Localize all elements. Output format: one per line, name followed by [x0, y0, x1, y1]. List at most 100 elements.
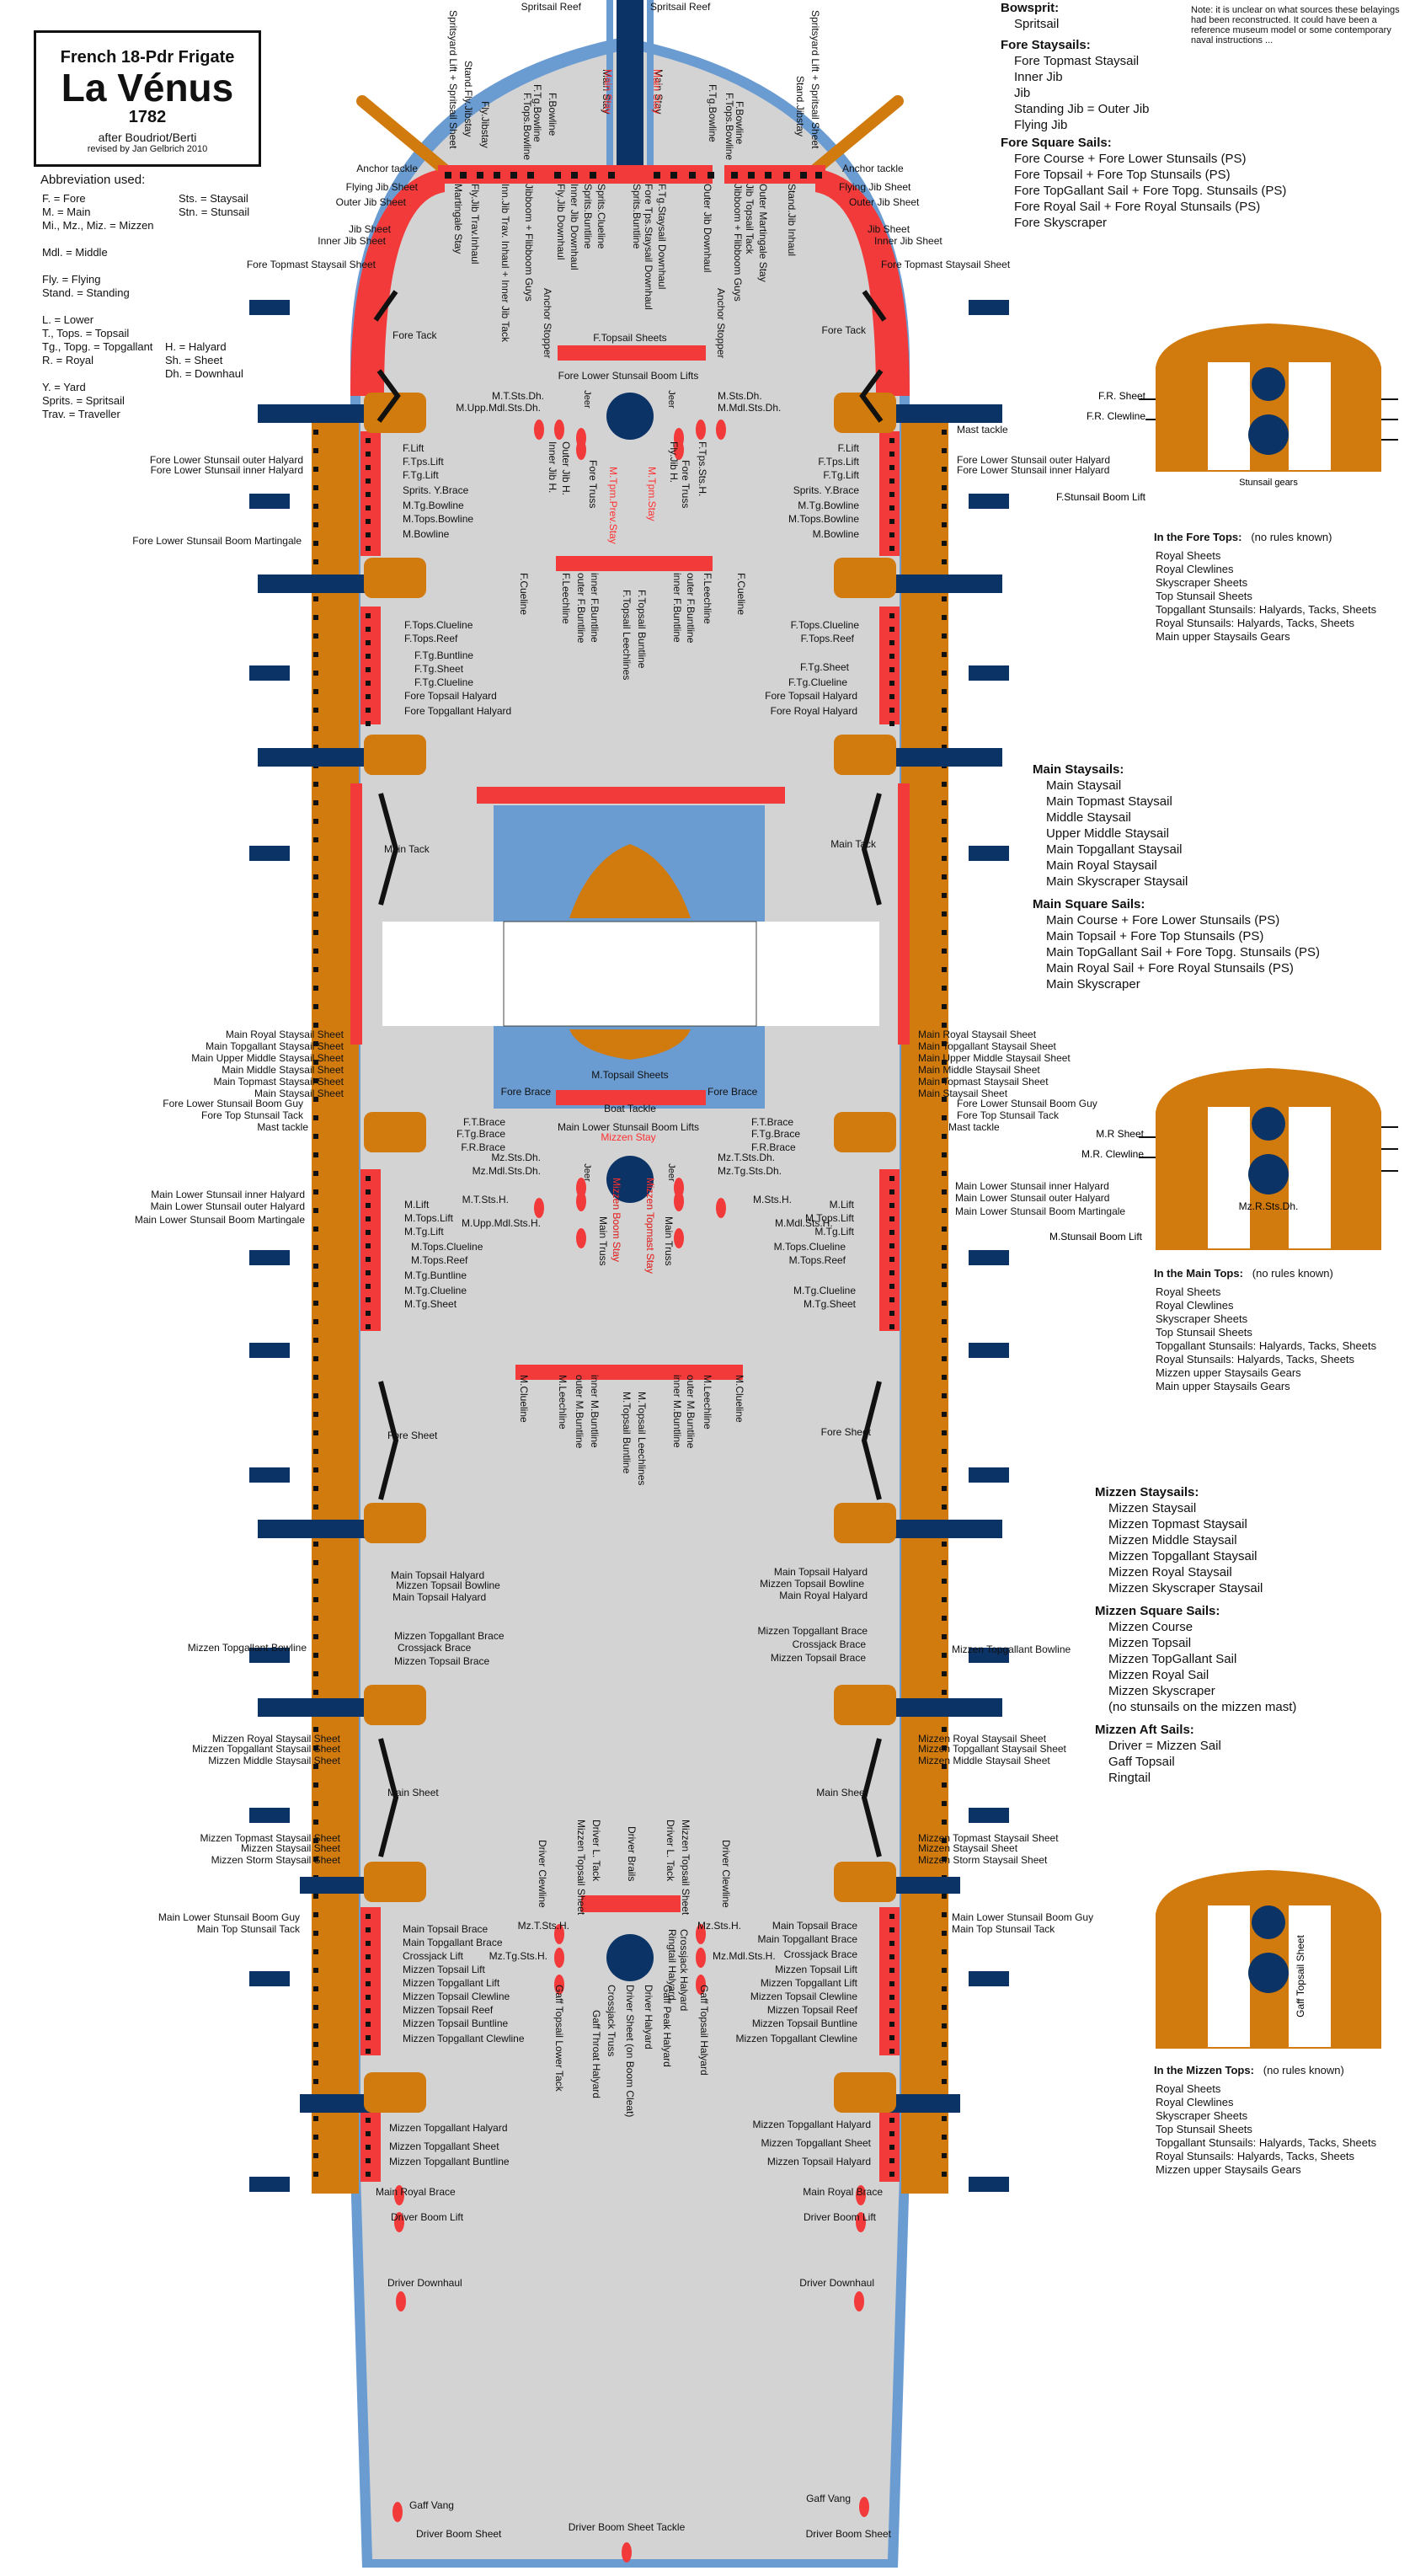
channel-deadeye: [942, 1560, 947, 1565]
rigging-label-vertical: F.Tops.Bowline: [521, 93, 533, 160]
channel-deadeye: [313, 1597, 318, 1602]
belaying-pin: [366, 2118, 371, 2123]
belaying-pin: [889, 1954, 894, 1959]
channel-deadeye: [942, 485, 947, 490]
channel-deadeye: [313, 1560, 318, 1565]
bow-pin: [783, 172, 790, 179]
belaying-pin-oval: [674, 440, 684, 460]
bow-pin-dots: [445, 172, 822, 179]
rigging-label-vertical: Fore Tps.Staysail Downhaul: [643, 184, 654, 310]
belaying-pin: [366, 640, 371, 645]
belaying-pin: [366, 505, 371, 510]
stunsail-boom-left: [249, 1343, 290, 1358]
deck-label: F.Tops.Reef: [404, 633, 458, 644]
abbreviation-item: Fly. = Flying: [42, 273, 101, 286]
side-pin-rails: [350, 431, 910, 2182]
channel-deadeye: [942, 726, 947, 731]
deck-label: Mizzen Topgallant Halyard: [389, 2122, 508, 2134]
stunsail-boom-right: [969, 1467, 1009, 1483]
rigging-label-vertical: Jibboom + Flibboom Guys: [523, 184, 535, 302]
rigging-label-vertical: Driver L. Tack: [590, 1820, 602, 1882]
legend-item: Mizzen Staysail: [1108, 1501, 1197, 1515]
rigging-label-vertical: Sprits.Buntline: [582, 184, 594, 249]
rigging-label-vertical: Inn.Jib Trav. Inhaul + Inner Jib Tack: [499, 184, 511, 343]
deck-label: Main Topgallant Brace: [757, 1933, 857, 1945]
legend-item: Main Course + Fore Lower Stunsails (PS): [1046, 913, 1280, 927]
belaying-pin-oval: [534, 1198, 544, 1218]
deck-label: Main Upper Middle Staysail Sheet: [918, 1052, 1071, 1064]
rigging-label-vertical: Gaff Throat Halyard: [590, 2010, 602, 2098]
deck-label: Main Staysail Sheet: [918, 1088, 1008, 1099]
deck-label: Mizzen Topsail Reef: [403, 2004, 494, 2016]
main-fife-rail: [515, 1365, 743, 1380]
channel-deadeye: [313, 1764, 318, 1769]
deck-label: M.Tops.Bowline: [403, 513, 473, 525]
deck-label: Main Staysail Sheet: [254, 1088, 344, 1099]
yard-right: [868, 404, 1002, 423]
rigging-label-vertical: Spritsyard Lift + Spritsail Sheet: [447, 10, 459, 149]
channel-deadeye: [313, 986, 318, 991]
channel-deadeye: [313, 1968, 318, 1973]
channel-deadeye: [942, 1838, 947, 1843]
legend-item: Main Staysail: [1046, 778, 1122, 793]
belaying-pin: [366, 1189, 371, 1194]
belaying-pin: [366, 519, 371, 524]
channel-deadeye: [313, 1356, 318, 1361]
deck-label: Driver Boom Lift: [391, 2211, 464, 2223]
deck-label: M.Sts.Dh.: [718, 390, 762, 402]
stay-label-vertical: Mizzen Topmast Stay: [644, 1178, 656, 1274]
channel-deadeye: [942, 782, 947, 787]
belaying-pin: [889, 1216, 894, 1221]
stunsail-boom-left: [249, 1808, 290, 1823]
deck-label: Main Topgallant Brace: [403, 1937, 503, 1948]
channel-deadeye: [313, 1301, 318, 1306]
channel-deadeye: [942, 430, 947, 435]
belaying-pin: [366, 1284, 371, 1289]
tops-item: Royal Stunsails: Halyards, Tacks, Sheets: [1156, 2150, 1355, 2162]
belaying-pin: [366, 492, 371, 497]
rigging-label-vertical: Driver L. Tack: [665, 1820, 676, 1882]
deck-label: Mizzen Staysail Sheet: [918, 1842, 1018, 1854]
rigging-label-vertical: Driver Halyard: [643, 1985, 654, 2050]
yard-left: [300, 1877, 367, 1894]
cleat-left: [364, 2072, 426, 2113]
belaying-pin: [889, 2172, 894, 2177]
belaying-pin-oval: [696, 420, 706, 440]
waist-bulwark-left: [350, 783, 362, 1045]
legend-item: Main Topgallant Staysail: [1046, 842, 1183, 857]
channel-deadeye: [313, 652, 318, 657]
belaying-pin: [889, 1230, 894, 1235]
belaying-pin-oval: [854, 2291, 864, 2311]
belaying-pin-oval: [859, 2497, 869, 2517]
deck-label: M.Topsail Sheets: [591, 1069, 668, 1081]
belaying-pin: [366, 1311, 371, 1316]
belaying-pin-oval: [696, 1975, 706, 1995]
deck-label: Main Middle Staysail Sheet: [222, 1064, 344, 1076]
yards: [249, 300, 1009, 2192]
belaying-pin: [366, 1914, 371, 1919]
belaying-pin: [889, 1311, 894, 1316]
cleat-right: [834, 735, 896, 775]
channel-right: [901, 416, 948, 2194]
belaying-pin: [889, 2049, 894, 2054]
rigging-label-vertical: F.Leechline: [702, 573, 713, 624]
belaying-pin-oval: [576, 1191, 586, 1211]
bow-pin: [460, 172, 467, 179]
bow-pin: [800, 172, 807, 179]
deck-label: Driver Downhaul: [387, 2277, 462, 2289]
rigging-label-vertical: outer F.Buntline: [575, 573, 587, 644]
legend-fore: Bowsprit: Spritsail Fore Staysails: Fore…: [1001, 0, 1286, 231]
legend-bowsprit-heading: Bowsprit:: [1001, 1, 1060, 15]
channel-deadeye: [942, 448, 947, 453]
pin-rail-left: [360, 1169, 381, 1331]
channel-deadeye: [313, 1467, 318, 1472]
yard-left: [258, 748, 392, 767]
rigging-label-vertical: Crossjack Halyard: [678, 1929, 690, 2011]
legend-item: Fore Topsail + Fore Top Stunsails (PS): [1014, 168, 1231, 182]
tops-item: Topgallant Stunsails: Halyards, Tacks, S…: [1156, 1339, 1377, 1352]
channel-deadeye: [313, 856, 318, 861]
belaying-pin: [366, 546, 371, 551]
deck-label: Main Tack: [384, 843, 430, 855]
